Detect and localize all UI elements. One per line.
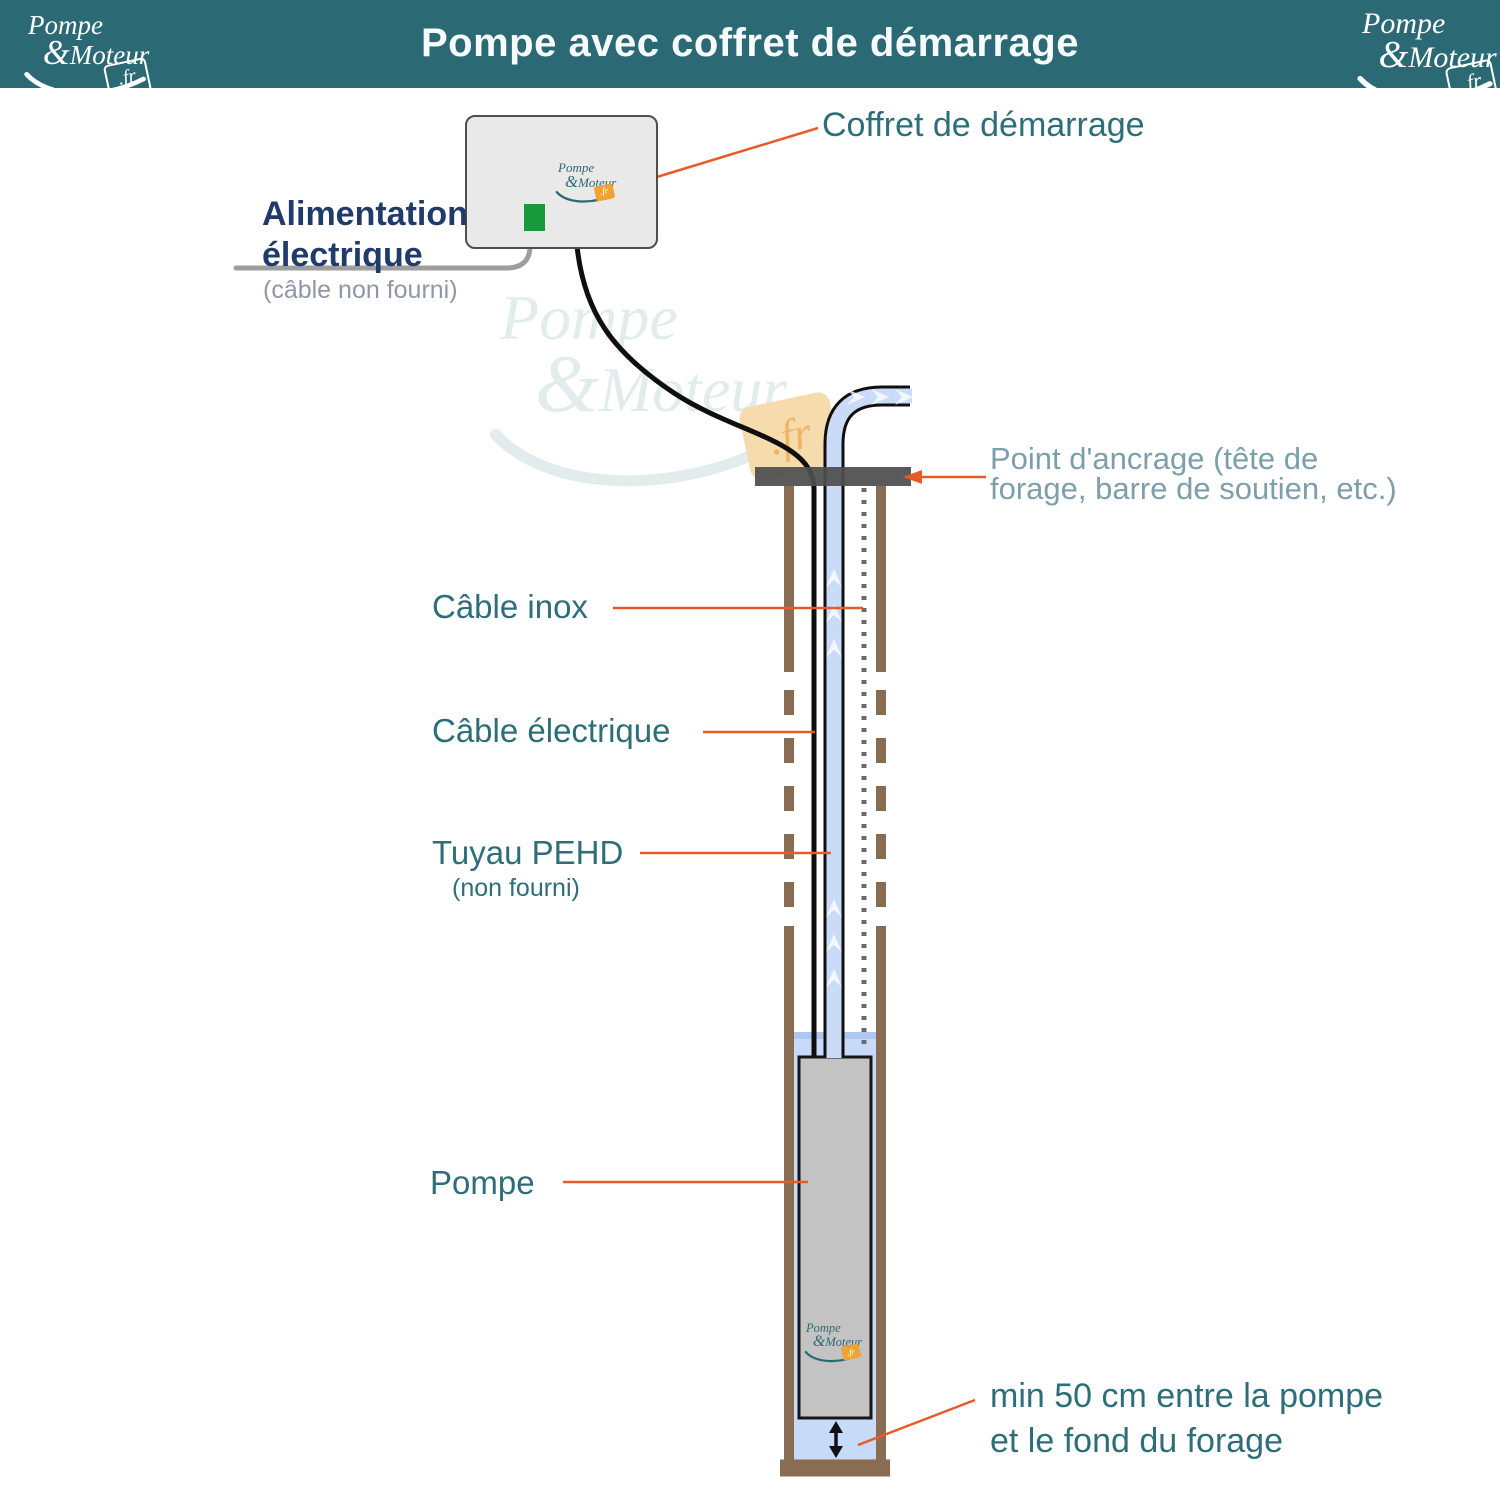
flow-arrow-right-icon	[847, 389, 865, 405]
annotation-line-coffret	[646, 126, 819, 182]
flow-arrow-up-icon	[826, 604, 842, 622]
brand-word1: Pompe	[1362, 7, 1446, 40]
tuyau-pehd-label: Tuyau PEHD	[432, 834, 624, 871]
flow-arrow-up-icon	[826, 934, 842, 952]
clearance-arrow	[829, 1421, 843, 1458]
arrow-down-icon	[829, 1446, 843, 1458]
flow-arrow-up-icon	[826, 969, 842, 987]
starter-box: Pompe &Moteur .fr	[465, 115, 658, 249]
header-bar: Pompe &Moteur .fr Pompe avec coffret de …	[0, 0, 1500, 106]
ancrage-arrowhead-icon	[903, 470, 922, 484]
borehole-walls	[780, 486, 890, 1477]
cable-electrique-label: Câble électrique	[432, 712, 671, 749]
pehd-pipe	[826, 388, 912, 1058]
logo-swoosh-icon	[1357, 76, 1493, 103]
brand-word2: &Moteur	[1378, 33, 1497, 76]
alimentation-label-line2: électrique	[262, 236, 423, 274]
min50-label-line1: min 50 cm entre la pompe	[990, 1377, 1384, 1415]
annotation-line-min50	[857, 1398, 976, 1447]
cable-inox-label: Câble inox	[432, 588, 588, 625]
flow-arrow-up-icon	[826, 639, 842, 657]
starter-box-logo: Pompe &Moteur .fr	[556, 160, 616, 203]
pompe-label: Pompe	[430, 1164, 535, 1201]
anchor-bar	[755, 467, 911, 486]
flow-arrow-up-icon	[826, 569, 842, 587]
pump-body	[797, 1055, 873, 1420]
min50-label: min 50 cm entre la pompe et le fond du f…	[990, 1374, 1383, 1464]
ancrage-label-line1: Point d'ancrage (tête de	[990, 441, 1319, 476]
tuyau-pehd-note: (non fourni)	[452, 874, 580, 902]
flow-arrow-up-icon	[826, 899, 842, 917]
brand-word1: Pompe	[806, 1321, 841, 1335]
green-indicator	[524, 204, 545, 231]
annotation-lines	[563, 126, 986, 1447]
ancrage-label-line2: forage, barre de soutien, etc.)	[990, 471, 1397, 506]
flow-arrow-right-icon	[871, 389, 889, 405]
min50-label-line2: et le fond du forage	[990, 1422, 1284, 1460]
page-title: Pompe avec coffret de démarrage	[421, 21, 1079, 65]
alimentation-note: (câble non fourni)	[263, 276, 458, 304]
coffret-label: Coffret de démarrage	[822, 106, 1145, 144]
arrow-up-icon	[829, 1421, 843, 1433]
logo-swoosh-icon	[490, 428, 779, 487]
pump-logo: Pompe &Moteur .fr	[804, 1321, 862, 1362]
brand-word2: &Moteur	[42, 34, 150, 73]
brand-word1: Pompe	[558, 160, 595, 175]
alimentation-label-line1: Alimentation	[262, 195, 468, 233]
brand-word1: Pompe	[28, 10, 103, 40]
flow-arrow-right-icon	[895, 389, 913, 405]
logo-swoosh-icon	[23, 72, 146, 97]
electric-cable	[574, 245, 817, 1057]
brand-logo-left: Pompe &Moteur .fr	[23, 10, 152, 100]
watermark-logo: Pompe &Moteur .fr	[490, 286, 844, 487]
brand-logo-right: Pompe &Moteur .fr	[1357, 7, 1500, 106]
power-supply-cable	[233, 243, 533, 271]
ancrage-label: Point d'ancrage (tête de forage, barre d…	[990, 441, 1397, 506]
flow-arrows	[826, 389, 913, 987]
alimentation-label: Alimentation électrique	[262, 194, 468, 276]
pehd-pipe-outline	[823, 385, 910, 1057]
